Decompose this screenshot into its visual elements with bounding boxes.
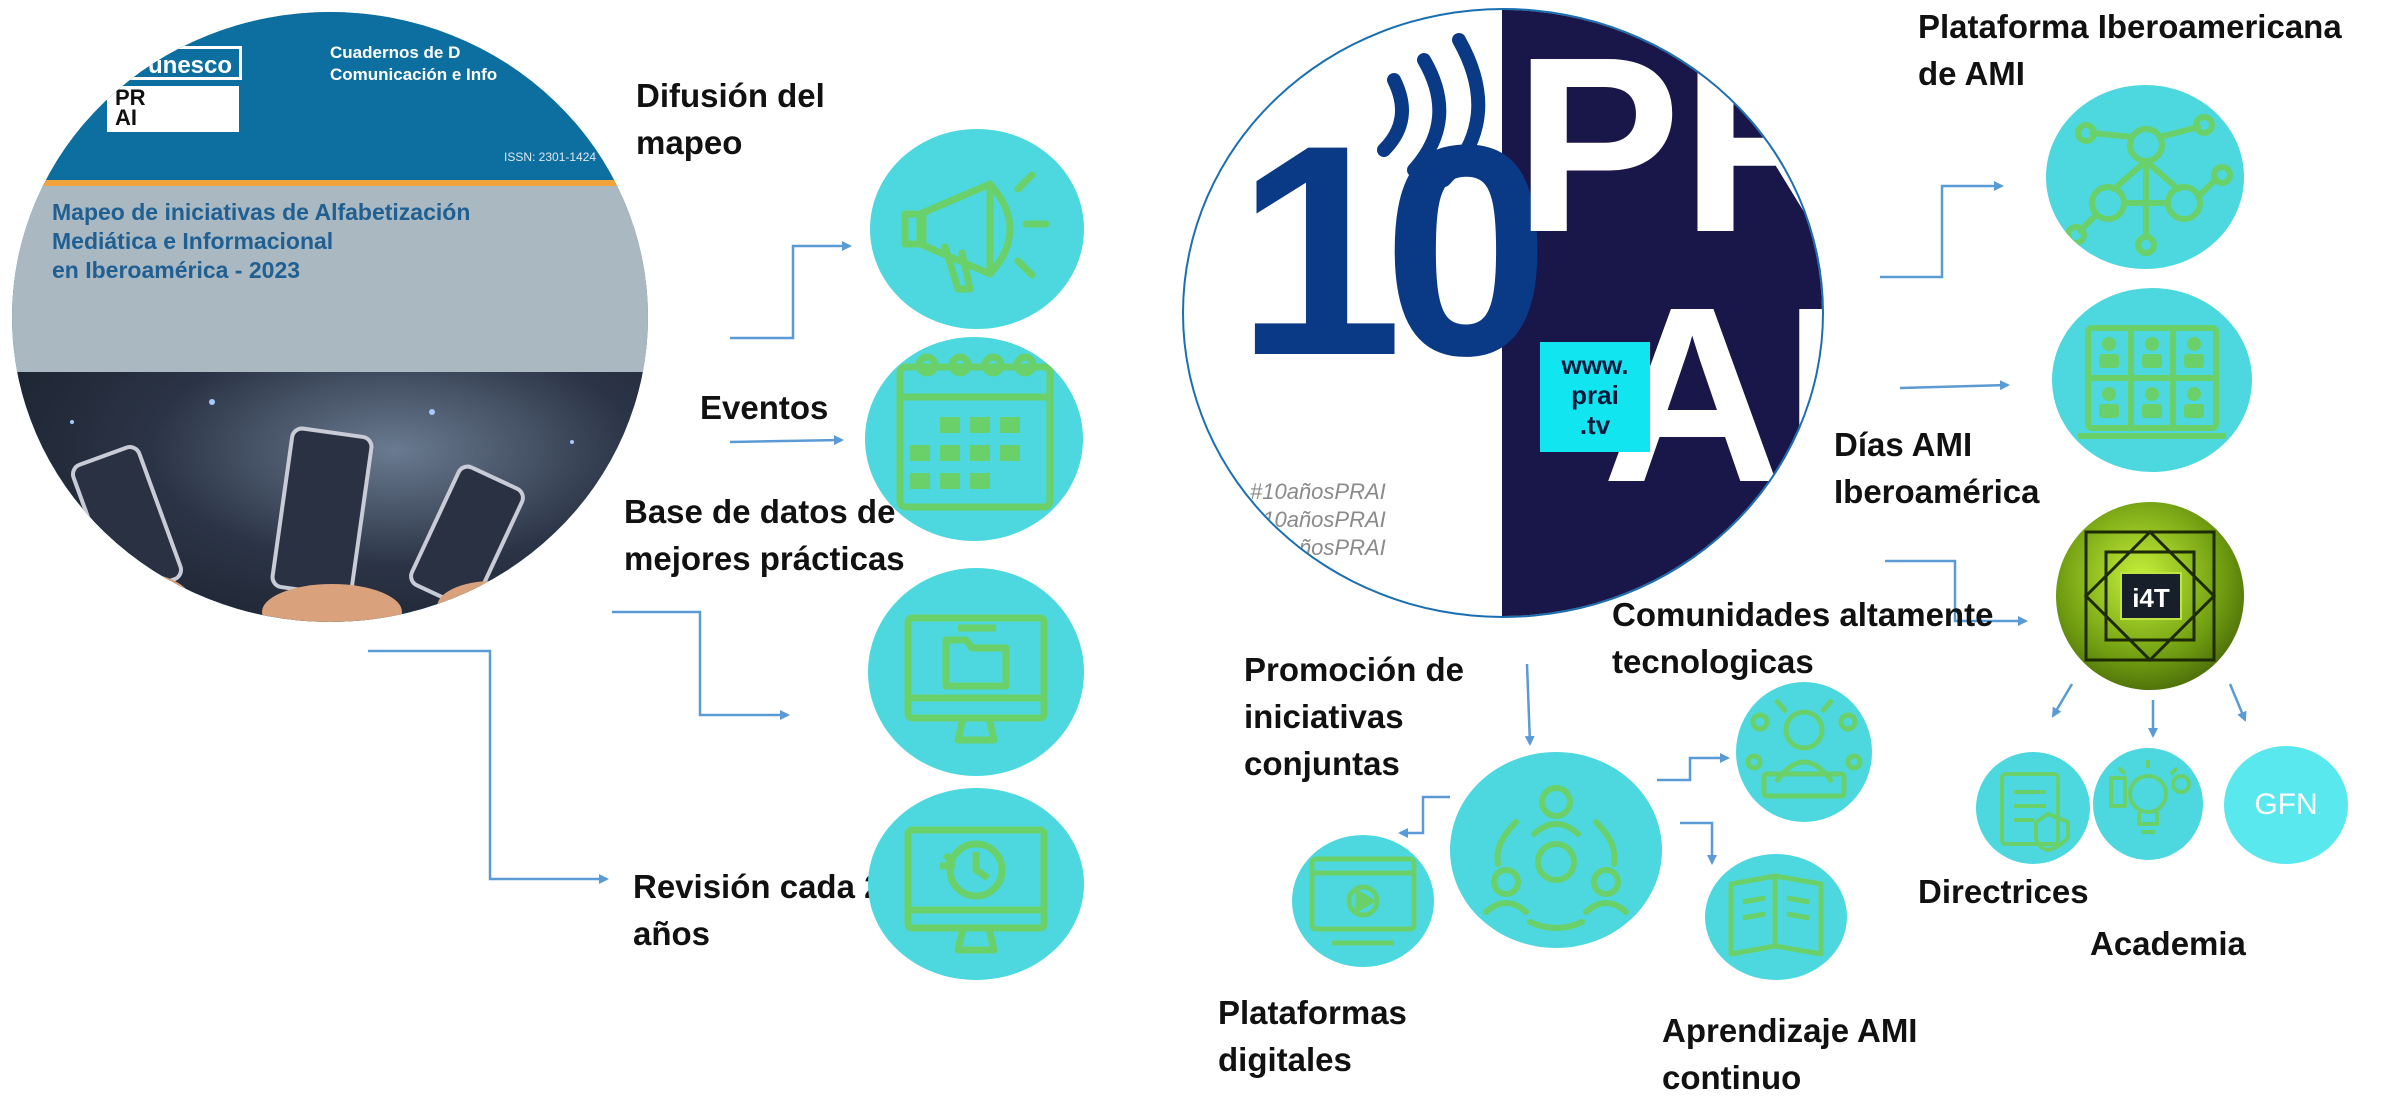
arrow-to-difusion [730,241,852,340]
label-plataforma-ibero: Plataforma Iberoamericana de AMI [1918,8,2342,92]
eventos-circle [865,337,1083,541]
digital-platform-icon [1309,856,1417,946]
plataformas-digitales-circle [1292,835,1434,967]
cover-series-title: Cuadernos de D Comunicación e Info [330,43,498,84]
label-plataformas-digitales: Plataformas digitales [1218,994,1407,1078]
arrow-to-plataforma [1880,181,2004,279]
collaboration-cycle-icon [1483,785,1629,931]
academia-icon [2109,760,2191,834]
arrow-to-i4t [1885,559,2028,626]
prai-site-badge: www. prai .tv [1540,342,1650,452]
cover-title: Mapeo de iniciativas de Alfabetización M… [52,199,471,283]
difusion-circle [870,129,1084,329]
report-cover-image: unesco PR AI Cuadernos de D Comunicación… [12,12,648,622]
comunidades-circle [1736,682,1872,822]
dias-ami-circle [2052,288,2252,472]
arrow-to-comunidades [1657,753,1730,782]
prai-10-years-logo: 10 PR AI www. prai .tv #10añosPRAI #10añ… [1182,8,1824,618]
label-eventos: Eventos [700,389,829,426]
arrow-to-plataformas-digitales [1398,795,1450,838]
label-dias-ami: Días AMI Iberoamérica [1834,426,2040,510]
community-tech-icon [1745,698,1863,799]
aprendizaje-circle [1705,854,1847,980]
label-revision: Revisión cada 2 años [633,868,883,952]
prai-dark-panel [1502,10,1822,616]
arrow-to-dias [1899,380,2010,391]
network-icon [2065,114,2233,256]
cover-photo-phones [12,372,648,622]
arrow-to-promocion-hub [1524,663,1535,746]
prai-ten: 10 [1236,82,1550,418]
plataforma-circle [2046,85,2244,269]
i4t-badge-circle: i4T [2056,502,2244,690]
label-aprendizaje: Aprendizaje AMI continuo [1662,1012,1918,1096]
calendar-icon [896,353,1054,511]
arrow-to-base-datos [612,610,790,720]
video-conference-icon [2078,325,2226,439]
label-promocion: Promoción de iniciativas conjuntas [1244,651,1465,782]
prai-pr-letters: PR [1514,8,1822,284]
arrow-to-directrices [2051,683,2074,718]
i4t-label: i4T [2120,572,2182,620]
academia-circle [2093,748,2203,860]
prai-logo-box: PR AI [107,86,239,132]
promocion-hub-circle [1450,752,1662,948]
continuous-learning-icon [1728,873,1824,957]
unesco-logo: unesco [107,46,242,80]
folder-monitor-icon [904,614,1048,744]
broadcast-signal-icon [1377,33,1486,187]
label-comunidades: Comunidades altamente tecnologicas [1612,596,1994,680]
arrow-to-gfn [2228,683,2247,722]
directrices-circle [1976,752,2090,864]
label-base-datos: Base de datos de mejores prácticas [624,493,905,577]
arrow-to-revision [368,649,609,884]
guidelines-icon [2000,772,2070,852]
label-directrices: Directrices [1918,873,2089,910]
arrow-to-eventos [729,435,844,446]
phones-illustration [70,399,574,622]
prai-hashtags: #10añosPRAI #10añosPRAI #10añosPRAI [1250,479,1386,560]
gfn-circle: GFN [2224,746,2348,864]
i4t-pattern [2083,529,2217,663]
label-difusion: Difusión del mapeo [636,77,825,161]
megaphone-icon [901,171,1050,293]
label-academia: Academia [2090,925,2246,962]
cover-issn: ISSN: 2301-1424 [504,150,597,164]
review-monitor-icon [904,826,1048,954]
cover-title-band [12,186,648,372]
cover-accent-line [12,180,648,186]
prai-logo-text: PR AI [115,85,146,130]
revision-circle [868,788,1084,980]
base-datos-circle [868,568,1084,776]
arrow-to-aprendizaje [1680,821,1717,865]
